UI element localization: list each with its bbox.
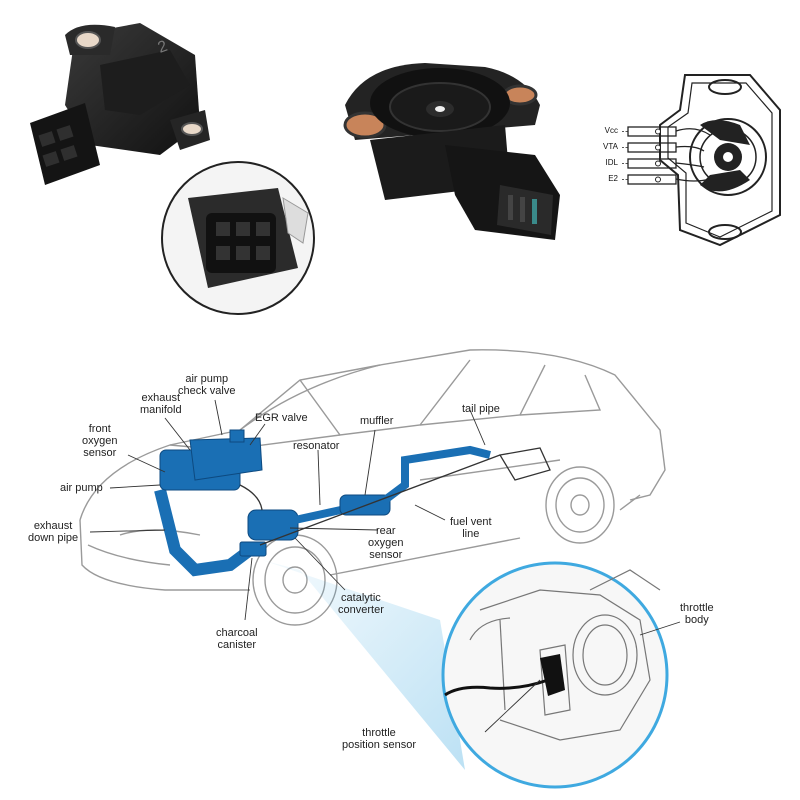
pin-label-vta: VTA xyxy=(603,142,618,151)
rear-wheel xyxy=(545,466,615,544)
label-throttle-body: throttle body xyxy=(680,602,714,626)
throttle-zoom-circle xyxy=(441,561,681,789)
label-fuel-vent-line: fuel vent line xyxy=(450,516,492,540)
label-air-pump: air pump xyxy=(60,482,103,494)
label-throttle-position-sensor: throttle position sensor xyxy=(342,727,416,751)
label-air-pump-check-valve: air pump check valve xyxy=(178,373,236,397)
label-exhaust-down-pipe: exhaust down pipe xyxy=(28,520,79,544)
tps-pinout-diagram xyxy=(622,74,781,247)
tps-sensor-photo: 2 xyxy=(30,23,210,185)
label-resonator: resonator xyxy=(293,440,340,452)
label-egr-valve: EGR valve xyxy=(255,412,308,424)
label-tail-pipe: tail pipe xyxy=(462,403,500,415)
tps-sensor-photo-side xyxy=(343,63,560,240)
label-catalytic-converter: catalytic converter xyxy=(338,592,384,616)
label-charcoal-canister: charcoal canister xyxy=(216,627,258,651)
connector-closeup-circle xyxy=(161,161,315,315)
label-front-oxygen-sensor: front oxygen sensor xyxy=(82,423,118,459)
pin-label-idl: IDL xyxy=(605,158,618,167)
pin-label-e2: E2 xyxy=(608,174,618,183)
label-muffler: muffler xyxy=(360,415,394,427)
label-exhaust-manifold: exhaust manifold xyxy=(140,392,182,416)
car-exhaust-diagram xyxy=(79,349,681,789)
pin-label-vcc: Vcc xyxy=(604,126,618,135)
label-rear-oxygen-sensor: rear oxygen sensor xyxy=(368,525,404,561)
